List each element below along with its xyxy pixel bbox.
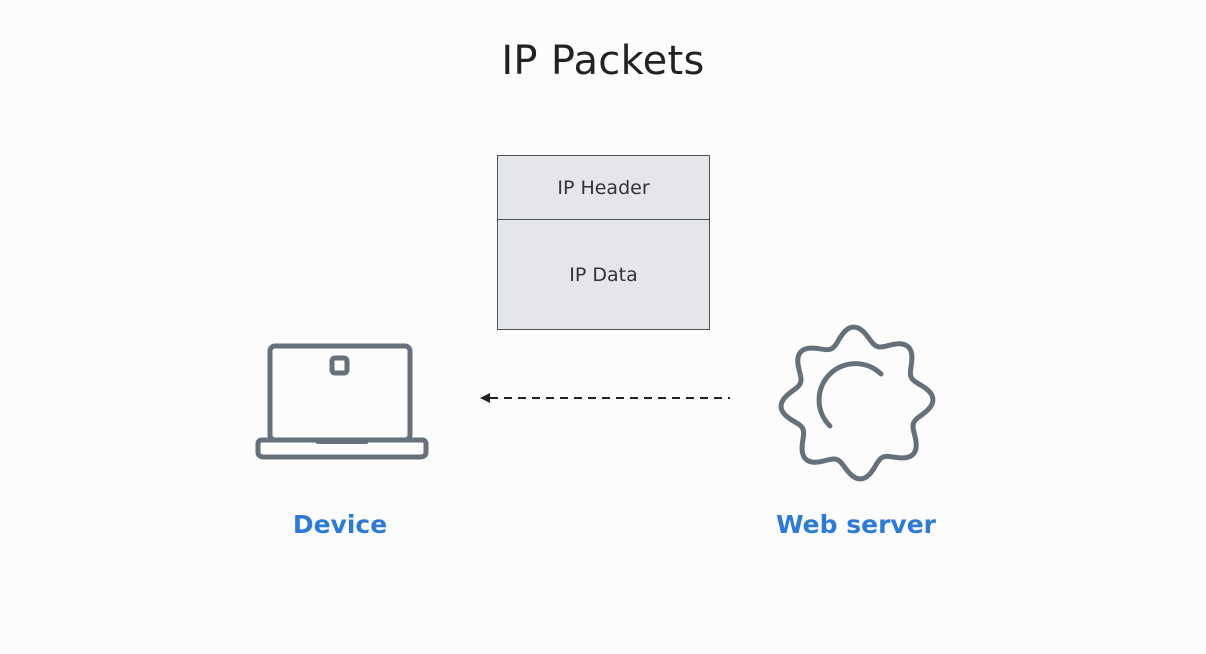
packet-data-label: IP Data <box>569 263 638 286</box>
dashed-arrow <box>480 393 730 403</box>
packet-data-section: IP Data <box>498 220 709 329</box>
ip-packet: IP Header IP Data <box>497 155 710 330</box>
page-title: IP Packets <box>501 38 705 84</box>
packet-header-label: IP Header <box>557 176 650 199</box>
packet-header-section: IP Header <box>498 156 709 220</box>
device-label: Device <box>292 510 388 539</box>
laptop-icon <box>255 343 429 460</box>
gear-icon <box>778 324 936 482</box>
web-server-label: Web server <box>776 510 936 539</box>
